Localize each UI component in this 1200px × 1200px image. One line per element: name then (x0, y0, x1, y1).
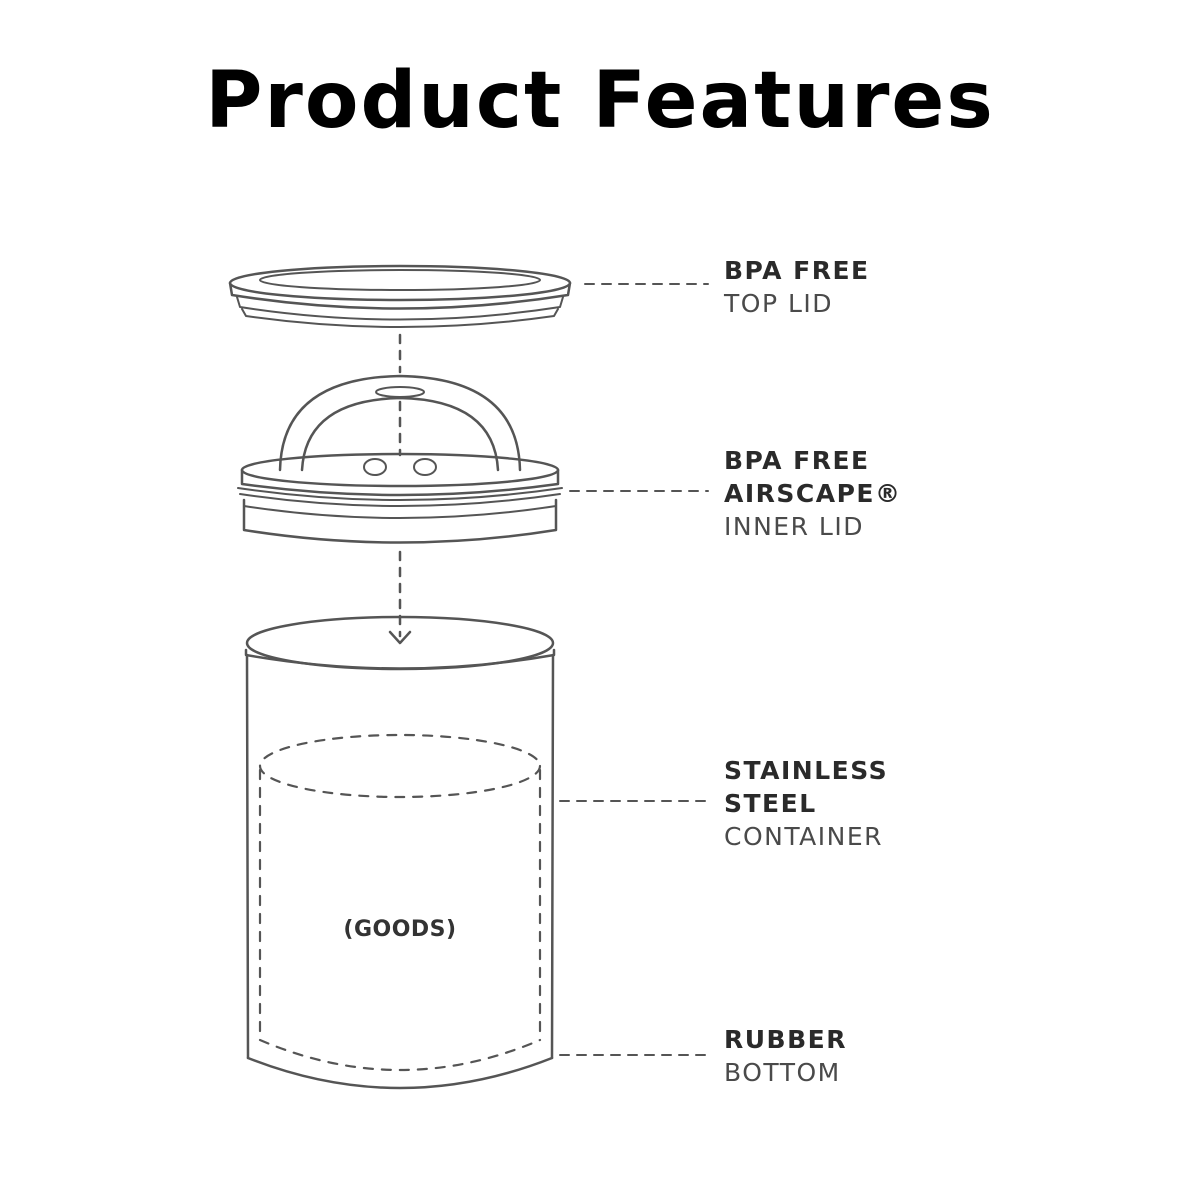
goods-label: (GOODS) (343, 917, 457, 942)
top-lid-illustration (228, 264, 572, 328)
page-title: Product Features (205, 56, 995, 146)
callout-container-line-1: STAINLESS (724, 756, 889, 785)
callout-top-lid-line-2: TOP LID (724, 289, 834, 318)
callout-bottom-line-1: RUBBER (724, 1025, 847, 1054)
arrow-down-icon (388, 630, 412, 645)
container-illustration (244, 615, 556, 1090)
callout-inner-lid: BPA FREE AIRSCAPE® INNER LID (724, 444, 902, 543)
callout-bottom-line-2: BOTTOM (724, 1058, 841, 1087)
callout-bottom: RUBBER BOTTOM (724, 1023, 847, 1089)
callout-container: STAINLESS STEEL CONTAINER (724, 754, 888, 853)
callout-top-lid-line-1: BPA FREE (724, 256, 870, 285)
callout-inner-lid-line-2: AIRSCAPE® (724, 479, 902, 508)
callout-inner-lid-line-3: INNER LID (724, 512, 864, 541)
callout-top-lid: BPA FREE TOP LID (724, 254, 870, 320)
callout-container-line-2: STEEL (724, 789, 817, 818)
callout-inner-lid-line-1: BPA FREE (724, 446, 870, 475)
inner-lid-illustration (237, 374, 563, 544)
callout-container-line-3: CONTAINER (724, 822, 884, 851)
